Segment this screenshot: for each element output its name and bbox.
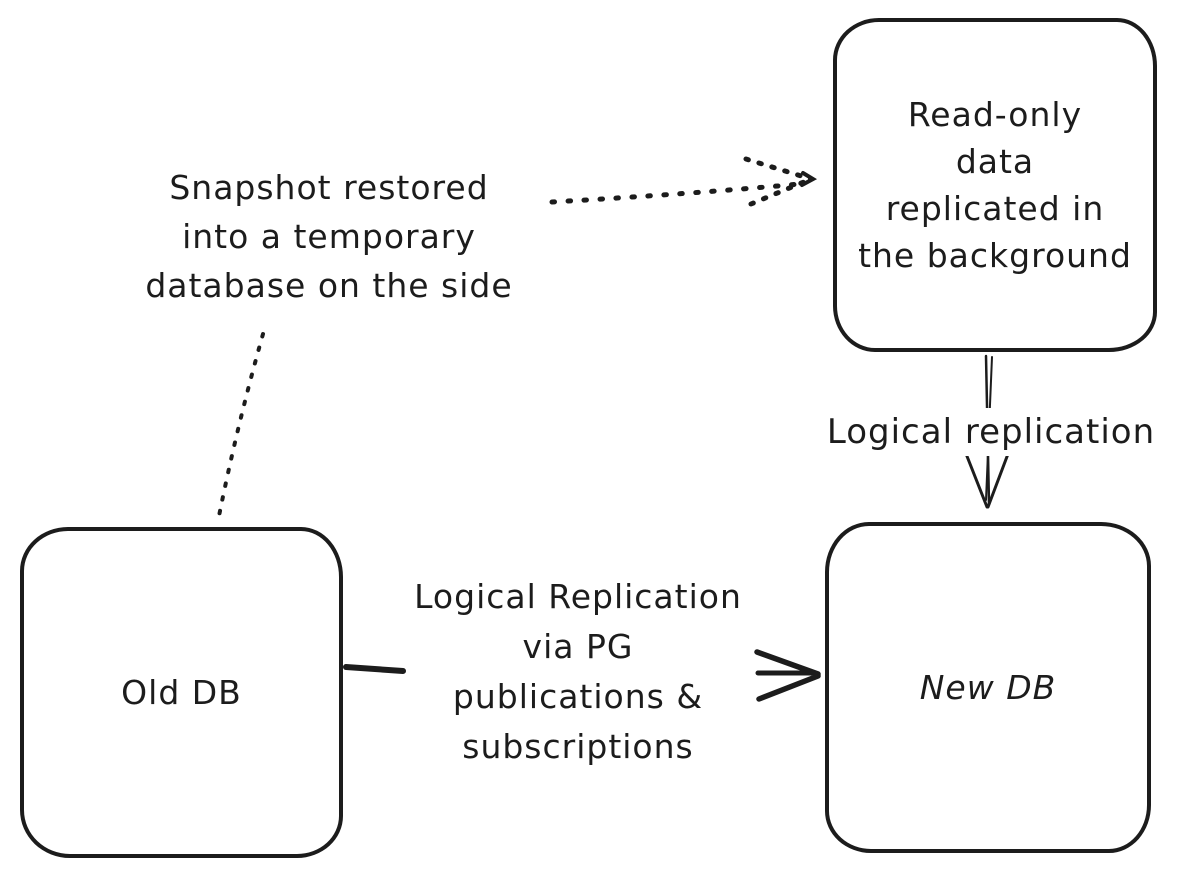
- dotted-arrowhead-tip: [800, 171, 818, 187]
- snapshot-note: Snapshot restored into a temporary datab…: [145, 168, 513, 305]
- node-new-db-label: New DB: [919, 668, 1057, 707]
- node-read-only: Read-only data replicated in the backgro…: [833, 18, 1157, 352]
- edge-label-logical-replication: Logical replication: [806, 408, 1176, 456]
- node-new-db: New DB: [825, 522, 1151, 853]
- arrowhead-lower-wing: [756, 673, 821, 702]
- dotted-arrowhead-upper: [743, 156, 814, 182]
- node-read-only-label: Read-only data replicated in the backgro…: [858, 95, 1132, 275]
- edge-label-logical-replication-pg: Logical Replication via PG publications …: [414, 577, 742, 766]
- dotted-line-snapshot-to-olddb: [217, 332, 265, 518]
- node-old-db-label: Old DB: [121, 673, 242, 712]
- arrow-left-stub: [343, 664, 406, 674]
- node-old-db: Old DB: [20, 527, 343, 858]
- arrow-olddb-to-newdb: [343, 649, 821, 702]
- arrowhead-upper-wing: [754, 649, 821, 677]
- dotted-line-path: [217, 332, 265, 518]
- dotted-arrowhead-lower: [748, 176, 814, 207]
- dotted-arrow-shaft: [549, 181, 803, 205]
- dotted-arrow-snapshot-to-readonly: [549, 156, 818, 207]
